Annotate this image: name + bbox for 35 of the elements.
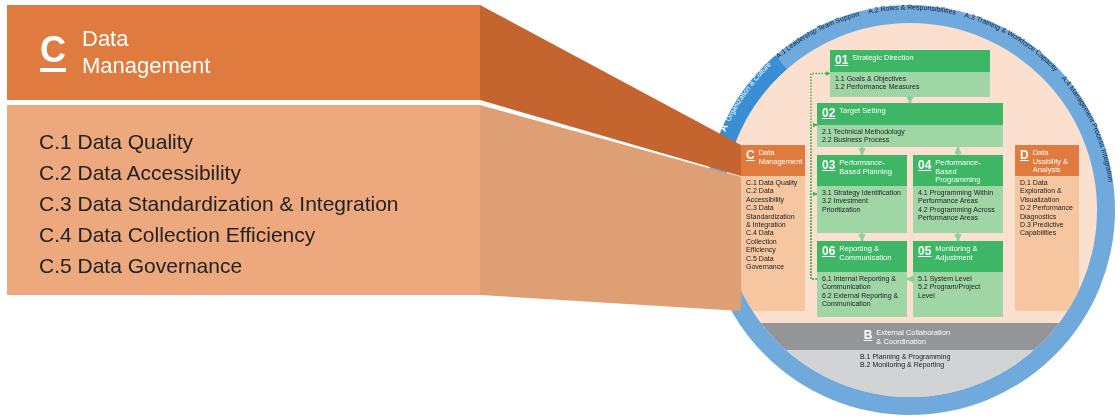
step-box — [913, 241, 1003, 317]
zoom-wedge — [480, 5, 741, 176]
step-number: 04 — [918, 159, 932, 171]
step-number: 01 — [835, 54, 849, 66]
step-number: 05 — [918, 245, 932, 257]
component-box — [741, 145, 805, 311]
arrow — [954, 233, 962, 242]
arrow — [858, 233, 866, 242]
callout-panel — [7, 105, 480, 295]
step-box — [817, 155, 907, 233]
step-box — [830, 50, 990, 97]
arrow — [954, 146, 962, 155]
arrow — [906, 96, 914, 104]
step-box — [913, 155, 1003, 233]
letter-mark: C — [40, 33, 66, 72]
callout-title: Data Management — [82, 26, 212, 79]
list-item: C.2 Data Accessibility — [39, 160, 242, 186]
step-number: 03 — [822, 159, 836, 171]
step-box — [817, 241, 907, 317]
arrow — [906, 275, 914, 283]
step-box — [817, 103, 1003, 147]
list-item: C.1 Data Quality — [39, 129, 195, 155]
component-box — [1015, 145, 1079, 311]
step-number: 02 — [822, 107, 836, 119]
arrow — [858, 147, 866, 156]
list-item: C.5 Data Governance — [39, 253, 244, 279]
zoom-wedge — [480, 105, 741, 311]
step-number: D — [1020, 149, 1029, 161]
step-number: 06 — [822, 245, 836, 257]
list-item: C.3 Data Standardization & Integration — [39, 191, 400, 217]
dotted-arrow — [810, 191, 818, 280]
step-number: C — [746, 149, 755, 161]
callout-header — [7, 5, 480, 100]
step-number: B — [863, 329, 873, 341]
list-item: C.4 Data Collection Efficiency — [39, 222, 317, 248]
